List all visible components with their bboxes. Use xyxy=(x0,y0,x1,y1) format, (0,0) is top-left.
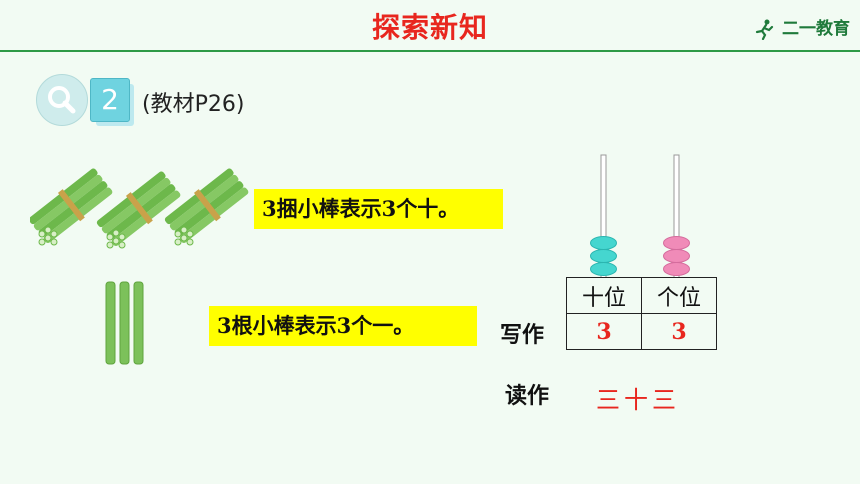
ones-rod xyxy=(673,154,680,278)
number-reading: 三十三 xyxy=(596,386,680,414)
header-divider xyxy=(0,50,860,52)
ones-bead xyxy=(663,262,690,276)
read-label: 读作 xyxy=(505,384,550,409)
page-title: 探索新知 xyxy=(371,11,488,44)
stick-bundles xyxy=(30,165,252,250)
single-stick xyxy=(119,281,130,365)
tens-bead xyxy=(590,262,617,276)
place-value-table: 十位 个位 3 3 xyxy=(566,277,717,350)
single-stick xyxy=(105,281,116,365)
single-stick xyxy=(133,281,144,365)
runner-icon xyxy=(755,19,774,40)
magnifier-icon xyxy=(48,86,76,114)
logo-text: 二一教育 xyxy=(782,19,850,39)
tens-rod xyxy=(600,154,607,278)
tens-digit: 3 xyxy=(566,313,642,350)
ones-bead xyxy=(663,249,690,263)
magnifier-badge xyxy=(36,74,88,126)
tens-bead xyxy=(590,236,617,250)
stick-bundle xyxy=(93,168,184,250)
section-number: 2 xyxy=(90,78,130,122)
write-label: 写作 xyxy=(500,323,545,348)
bundles-statement: 3捆小棒表示3个十。 xyxy=(254,189,503,229)
single-sticks xyxy=(105,281,144,365)
stick-bundle xyxy=(161,165,252,247)
abacus xyxy=(590,154,690,278)
tens-place-header: 十位 xyxy=(566,277,642,314)
brand-logo: 二一教育 xyxy=(754,14,850,40)
tens-bead xyxy=(590,249,617,263)
ones-digit: 3 xyxy=(641,313,717,350)
ones-place-header: 个位 xyxy=(641,277,717,314)
sticks-statement: 3根小棒表示3个一。 xyxy=(209,306,477,346)
stick-bundle xyxy=(30,168,113,246)
ones-bead xyxy=(663,236,690,250)
textbook-reference: (教材P26) xyxy=(142,92,245,117)
